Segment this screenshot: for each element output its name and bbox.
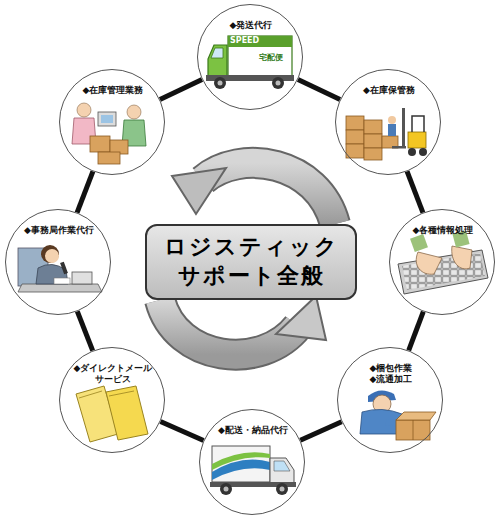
- ring-link: [300, 422, 341, 441]
- service-label: ◆配送・納品代行: [211, 425, 295, 436]
- label-column: ◆事務局作業代行: [17, 225, 101, 236]
- service-circle: ◆事務局作業代行: [5, 209, 111, 315]
- service-circle: ◆在庫管理業務: [59, 69, 165, 175]
- service-label: ◆各種情報処理: [401, 225, 485, 236]
- circle-ground: [5, 4, 495, 515]
- label-column: ◆配送・納品代行: [211, 425, 295, 436]
- service-label: ◆ダイレクトメール サービス: [71, 363, 155, 386]
- truck-lettering: SPEED: [230, 36, 259, 45]
- ring-link: [160, 421, 203, 440]
- service-circle: ◆配送・納品代行: [199, 409, 305, 515]
- keyboard-hands: [398, 230, 488, 294]
- ring-link: [160, 80, 202, 100]
- service-label: ◆在庫保管務: [347, 85, 431, 96]
- service-label: ◆発送代行: [209, 20, 293, 31]
- inventory-staff: [72, 103, 146, 164]
- service-circle: ◆発送代行: [197, 4, 303, 110]
- service-circle: ◆ダイレクトメール サービス: [59, 347, 165, 453]
- service-label: ◆流通加工: [349, 374, 433, 385]
- truck-lettering: 宅配便: [259, 52, 283, 63]
- cycle-arrow: [172, 163, 335, 224]
- ring-link: [409, 312, 424, 351]
- label-column: ◆在庫保管務: [347, 85, 431, 96]
- center-title: ロジスティック サポート全般: [153, 233, 349, 290]
- label-column: ◆梱包作業◆流通加工: [349, 363, 433, 386]
- service-circle: ◆在庫保管務: [335, 69, 441, 175]
- packing-worker: [360, 390, 436, 440]
- cycle-arrow: [160, 296, 326, 355]
- ring-link: [77, 171, 93, 212]
- service-label: ◆梱包作業: [349, 363, 433, 374]
- delivery-truck: [210, 446, 296, 495]
- ring-link: [407, 171, 423, 212]
- courier-truck: [206, 36, 294, 89]
- service-label: ◆在庫管理業務: [71, 85, 155, 96]
- label-column: ◆各種情報処理: [401, 225, 485, 236]
- center-box: ロジスティック サポート全般: [145, 224, 357, 300]
- office-worker: [18, 245, 102, 292]
- ring-link: [298, 80, 340, 100]
- warehouse-boxes: [346, 108, 427, 160]
- service-label: ◆事務局作業代行: [17, 225, 101, 236]
- label-column: ◆ダイレクトメール サービス: [71, 363, 155, 386]
- service-circle: ◆各種情報処理: [389, 209, 495, 315]
- forklift: [392, 108, 427, 156]
- label-column: ◆発送代行: [209, 20, 293, 31]
- ring-link: [77, 311, 92, 350]
- direct-mail-envelopes: [76, 386, 148, 442]
- label-column: ◆在庫管理業務: [71, 85, 155, 96]
- service-circle: ◆梱包作業◆流通加工: [337, 347, 443, 453]
